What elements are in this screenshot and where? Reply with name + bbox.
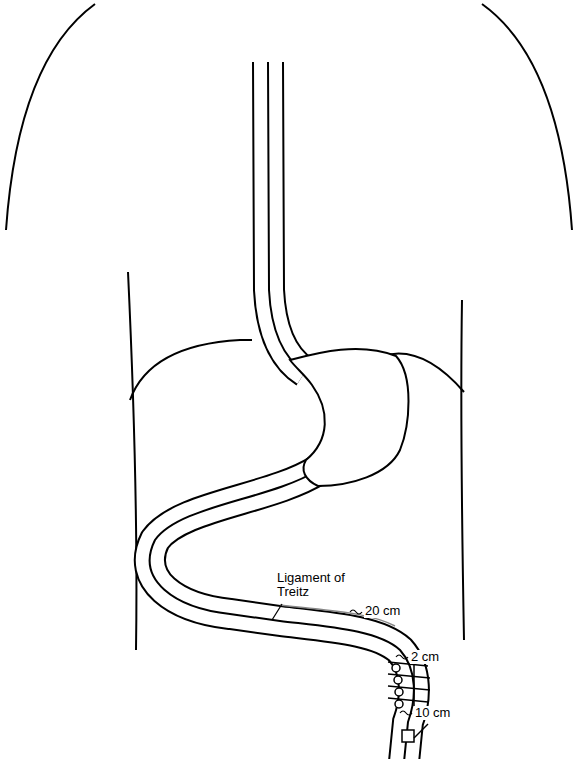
torso-outline bbox=[128, 272, 137, 650]
stomach bbox=[290, 349, 409, 486]
torso-outline bbox=[461, 300, 464, 640]
intestine-tube bbox=[150, 470, 414, 759]
body-outline bbox=[6, 4, 95, 230]
suture-markers bbox=[388, 654, 430, 742]
body-outline bbox=[482, 4, 572, 230]
esophagus-tube bbox=[268, 62, 305, 372]
leader-line bbox=[272, 604, 412, 715]
diaphragm-line bbox=[130, 340, 252, 400]
anatomy-label: 2 cm bbox=[410, 650, 440, 664]
anatomy-label: Ligament of Treitz bbox=[276, 571, 356, 600]
anatomy-label: 10 cm bbox=[414, 706, 451, 720]
anatomy-label: 20 cm bbox=[364, 604, 401, 618]
